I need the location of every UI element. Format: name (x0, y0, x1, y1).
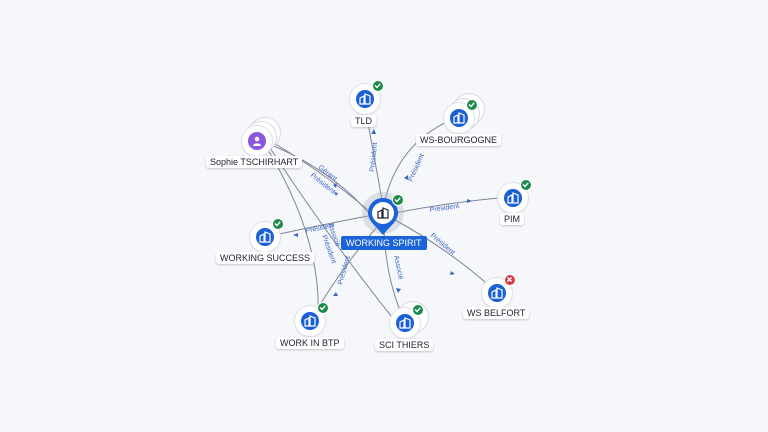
edge-label-pim: Président (429, 203, 459, 214)
center-node-working-spirit[interactable] (367, 194, 404, 235)
arrow-sophie-1 (333, 183, 337, 188)
node-label-work-in-btp[interactable]: WORK IN BTP (276, 337, 344, 349)
node-label-ws-belfort[interactable]: WS BELFORT (463, 307, 530, 319)
edge-sophie-center-2 (273, 145, 377, 223)
node-working-success[interactable] (250, 218, 284, 252)
building-icon (488, 284, 506, 302)
building-icon (256, 228, 274, 246)
node-label-pim[interactable]: PIM (500, 213, 525, 225)
edge-label-work-in-btp: Président (337, 255, 352, 285)
node-label-tld[interactable]: TLD (351, 115, 377, 127)
status-ko-icon (504, 274, 516, 286)
node-label-working-success[interactable]: WORKING SUCCESS (216, 252, 315, 264)
building-icon (396, 314, 414, 332)
building-icon (504, 189, 522, 207)
status-ok-icon (466, 99, 478, 111)
status-ok-icon (392, 194, 404, 206)
node-sci-thiers[interactable] (390, 304, 424, 338)
arrow-tld (371, 129, 376, 134)
status-ok-icon (317, 302, 329, 314)
arrow-working-success (293, 233, 298, 237)
node-ws-belfort[interactable] (482, 274, 516, 308)
node-ws-bourgogne[interactable] (444, 99, 478, 133)
arrow-pim (467, 199, 472, 203)
node-label-ws-bourgogne[interactable]: WS-BOURGOGNE (416, 134, 502, 146)
edge-label-sci-thiers: Associé (392, 255, 404, 281)
edge-sophie-work-in-btp (267, 149, 319, 319)
node-sophie-tschirhart[interactable] (242, 126, 272, 156)
arrow-ws-belfort (450, 271, 455, 275)
edge-pim (394, 196, 511, 214)
status-ok-icon (520, 179, 532, 191)
arrow-sophie-2 (334, 192, 338, 196)
node-work-in-btp[interactable] (295, 302, 329, 336)
node-label-sophie-tschirhart[interactable]: Sophie TSCHIRHART (206, 156, 303, 168)
edge-label-ws-bourgogne: Président (407, 153, 425, 183)
building-icon (450, 109, 468, 127)
building-icon (301, 312, 319, 330)
building-icon (356, 90, 374, 108)
center-node-label[interactable]: WORKING SPIRIT (341, 236, 427, 250)
arrow-work-in-btp (333, 292, 338, 296)
arrow-sci-thiers (396, 288, 401, 293)
edge-label-tld: Président (369, 142, 379, 172)
status-ok-icon (372, 80, 384, 92)
edge-sophie-sci-thiers (269, 147, 397, 323)
person-icon (248, 132, 266, 150)
building-icon (377, 207, 389, 219)
edge-ws-belfort (394, 219, 495, 291)
node-pim[interactable] (498, 179, 532, 213)
edge-label-ws-belfort: Président (429, 232, 456, 256)
status-ok-icon (412, 304, 424, 316)
node-label-sci-thiers[interactable]: SCI THIERS (375, 339, 434, 351)
node-tld[interactable] (350, 80, 384, 114)
arrow-ws-bourgogne (404, 175, 408, 180)
status-ok-icon (272, 218, 284, 230)
